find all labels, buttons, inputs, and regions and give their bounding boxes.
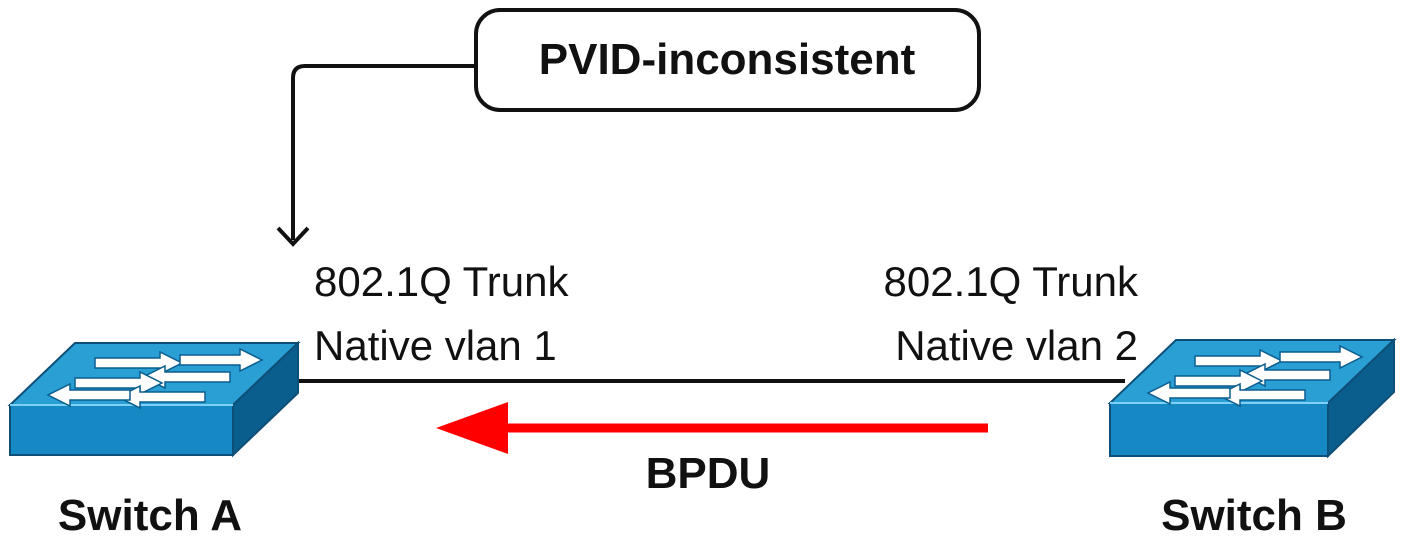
bpdu-label: BPDU: [646, 449, 771, 498]
switch-a-arrows-icon: [46, 347, 264, 410]
bpdu-arrow: [436, 402, 988, 454]
switch-b-icon: [1107, 337, 1397, 459]
switch-a-port-type: 802.1Q Trunk: [314, 258, 569, 305]
callout-label: PVID-inconsistent: [539, 35, 916, 84]
switch-a-icon: [7, 340, 301, 458]
callout-arrowhead: [276, 226, 310, 247]
switch-b-name: Switch B: [1161, 491, 1347, 537]
switch-b-arrows-icon: [1146, 344, 1364, 408]
callout-connector: [291, 64, 476, 240]
switch-b-native-vlan: Native vlan 2: [895, 322, 1138, 369]
switch-b-port-type: 802.1Q Trunk: [884, 258, 1139, 305]
switch-a-native-vlan: Native vlan 1: [314, 322, 557, 369]
switch-a-name: Switch A: [58, 491, 242, 537]
pvid-callout: PVID-inconsistent: [474, 8, 981, 112]
